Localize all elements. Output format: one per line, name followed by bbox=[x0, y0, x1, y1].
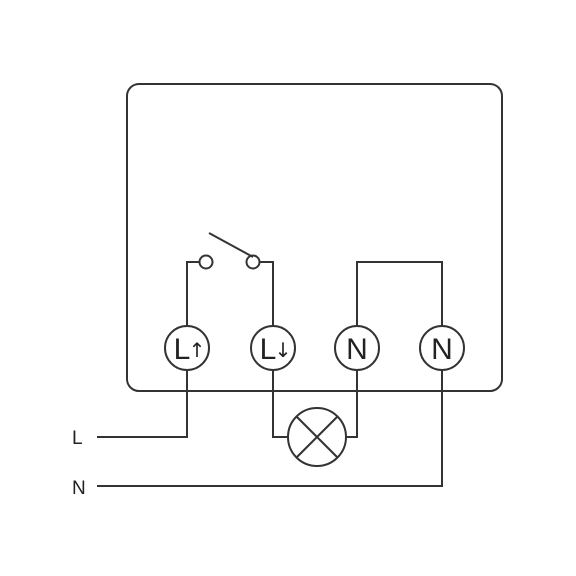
terminal-letter: N bbox=[346, 333, 368, 366]
terminal-neutral-2: N bbox=[419, 325, 465, 371]
terminal-letter: L bbox=[174, 333, 191, 366]
terminal-live-in: L ↑ bbox=[164, 325, 210, 371]
lamp-icon bbox=[287, 407, 347, 467]
live-line-label: L bbox=[72, 428, 83, 449]
terminal-letter: L bbox=[260, 333, 277, 366]
terminal-letter: N bbox=[431, 333, 453, 366]
switch-icon bbox=[186, 232, 274, 348]
neutral-supply-wire bbox=[97, 370, 443, 487]
arrow-down-icon: ↓ bbox=[275, 338, 292, 362]
arrow-up-icon: ↑ bbox=[189, 338, 206, 362]
device-enclosure bbox=[126, 83, 503, 392]
neutral-jumper-wire bbox=[356, 261, 443, 348]
live-supply-wire bbox=[97, 370, 188, 438]
lamp-neutral-wire bbox=[346, 370, 358, 438]
lamp-live-wire bbox=[272, 370, 288, 438]
terminal-neutral-1: N bbox=[334, 325, 380, 371]
neutral-line-label: N bbox=[72, 478, 86, 499]
terminal-live-out: L ↓ bbox=[250, 325, 296, 371]
